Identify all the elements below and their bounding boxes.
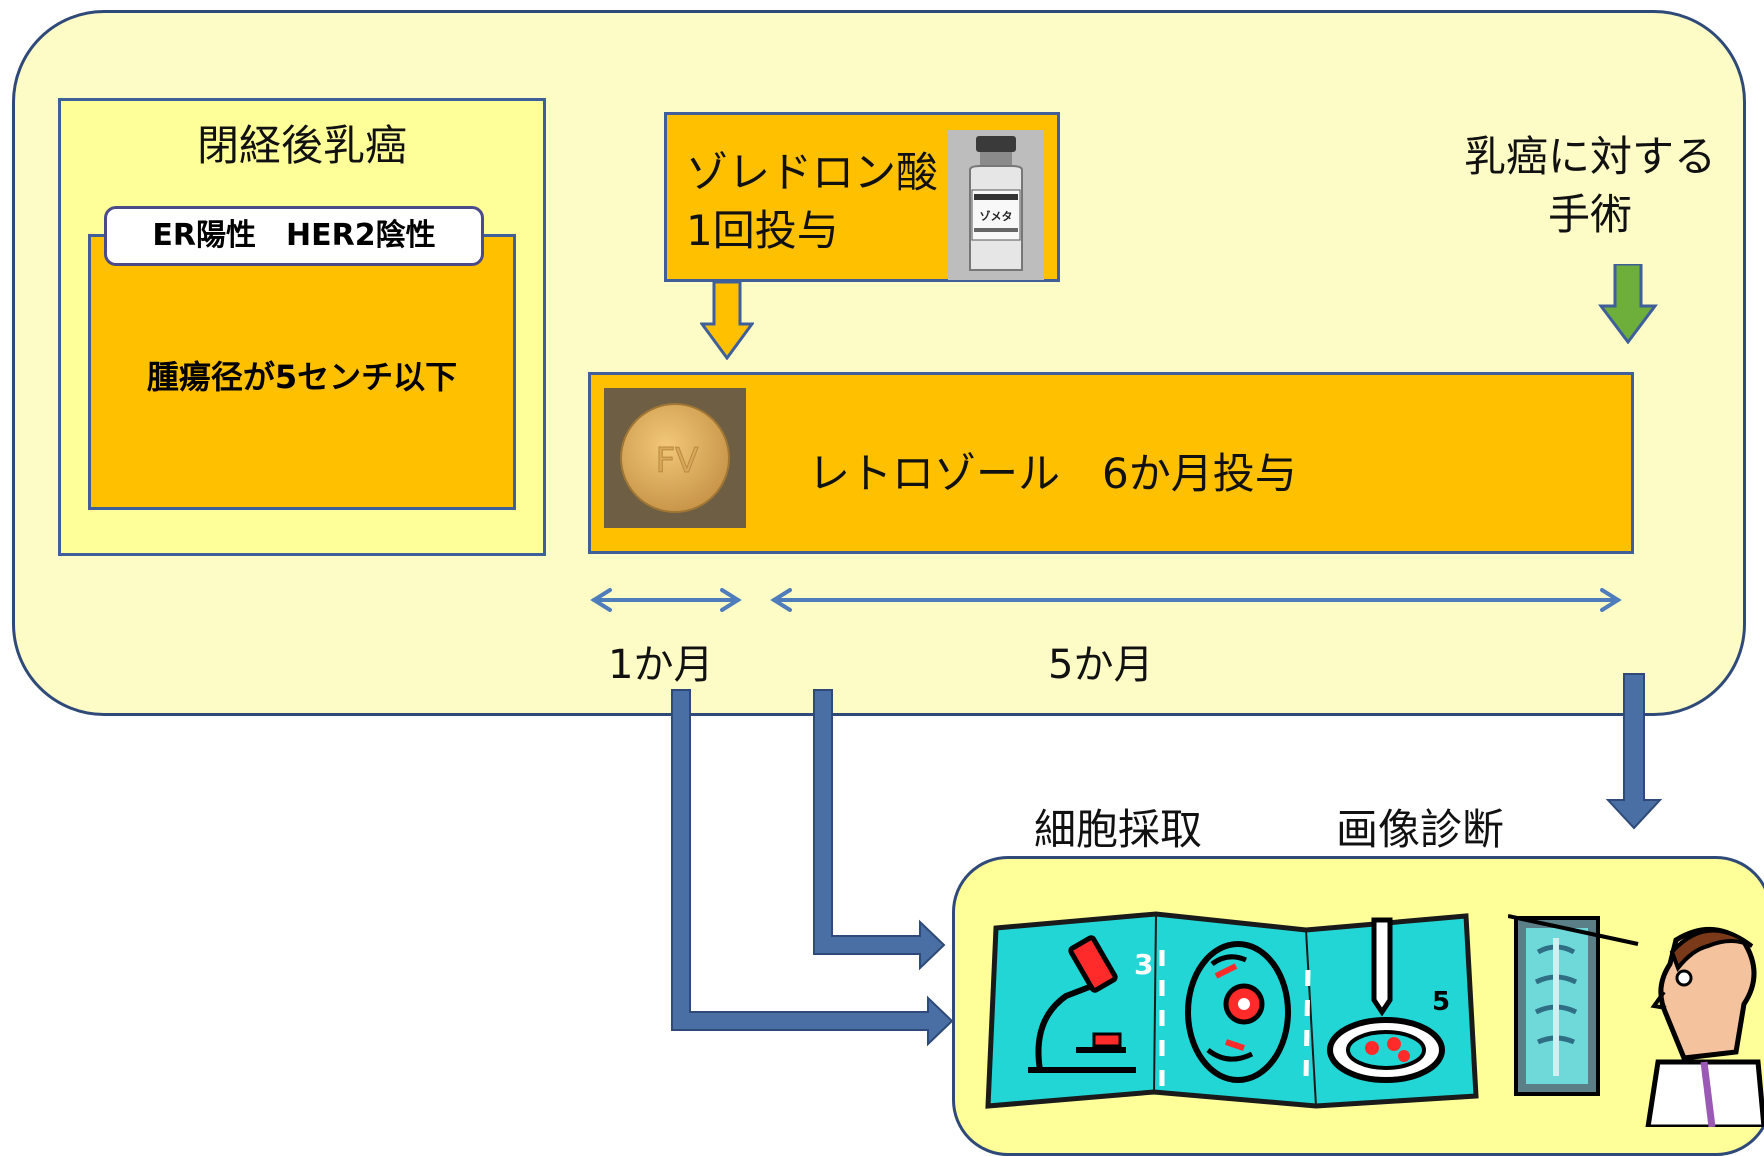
flow-arrow-surgery (1605, 673, 1663, 830)
zoledronic-arrow (700, 282, 754, 360)
letrozole-bar (588, 372, 1634, 554)
flow-arrow-month1 (671, 689, 954, 1047)
zoledronic-line2: 1回投与 (686, 206, 839, 255)
xray-doctor-icon (1508, 914, 1764, 1127)
surgery-line1: 乳癌に対する (1463, 132, 1716, 181)
vial-label: ゾメタ (980, 209, 1013, 223)
svg-text:3: 3 (1134, 948, 1153, 981)
letrozole-label: レトロゾール 6か月投与 (808, 449, 1297, 498)
surgery-line2: 手術 (1547, 190, 1632, 239)
pill-mark: FV (656, 441, 699, 481)
flow-arrows (671, 673, 1663, 1047)
zoledronic-label: ゾレドロン酸 1回投与 (686, 144, 938, 260)
svg-text:5: 5 (1432, 987, 1450, 1017)
receptor-status-label: ER陽性 HER2陰性 (104, 206, 484, 266)
flow-arrow-month5 (813, 689, 946, 971)
zoledronic-line1: ゾレドロン酸 (686, 148, 939, 197)
pill-icon: FV (604, 388, 746, 528)
cell-sampling-label: 細胞採取 (1034, 805, 1203, 854)
surgery-label: 乳癌に対する 手術 (1440, 128, 1740, 244)
tumor-size-box (88, 234, 516, 510)
surgery-arrow (1598, 264, 1658, 344)
imaging-label: 画像診断 (1336, 805, 1505, 854)
microscope-map-icon: 3 5 (985, 911, 1479, 1109)
timeline-arrows (590, 588, 1622, 612)
vial-icon: ゾメタ (948, 130, 1044, 280)
period-five-months: 5か月 (1048, 642, 1154, 688)
period-one-month: 1か月 (608, 642, 714, 688)
tumor-size-label: 腫瘍径が5センチ以下 (146, 358, 458, 396)
criteria-title: 閉経後乳癌 (196, 121, 407, 170)
